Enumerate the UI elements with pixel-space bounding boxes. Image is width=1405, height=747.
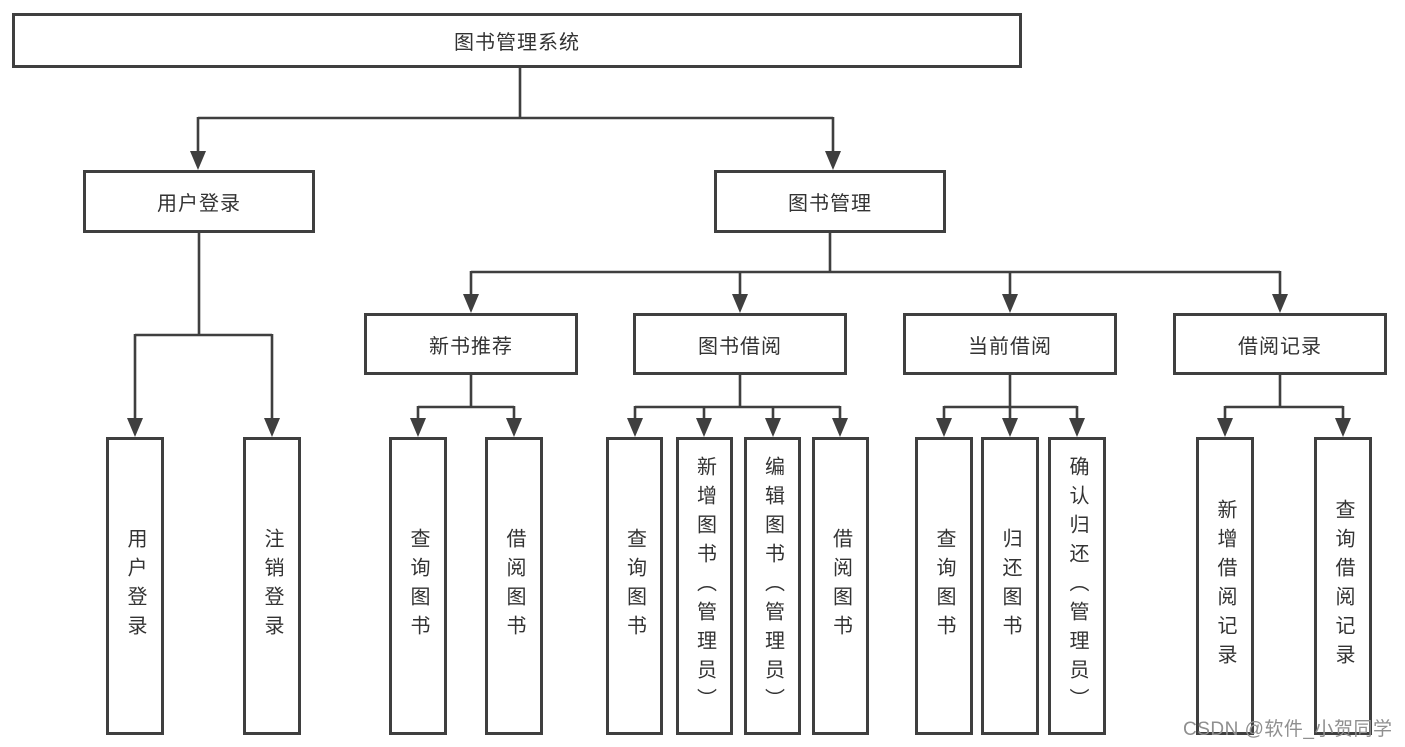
node-label: 图书管理系统 [454, 32, 580, 54]
node-borrowing-records: 借阅记录 [1173, 313, 1387, 375]
node-user-login: 用户登录 [83, 170, 315, 233]
node-label: 当前借阅 [968, 335, 1052, 358]
node-label: 图书借阅 [698, 335, 782, 358]
leaf-current-confirm-return-admin: 确认归还（管理员） [1048, 437, 1106, 735]
node-label: 编辑图书（管理员） [761, 455, 784, 717]
node-label: 查询图书 [623, 528, 646, 644]
node-label: 注销登录 [261, 528, 283, 644]
node-book-borrowing: 图书借阅 [633, 313, 847, 375]
node-label: 新增借阅记录 [1214, 499, 1236, 673]
leaf-current-query-books: 查询图书 [915, 437, 973, 735]
node-label: 查询图书 [407, 528, 429, 644]
leaf-logout: 注销登录 [243, 437, 301, 735]
node-label: 归还图书 [999, 528, 1021, 644]
node-label: 查询借阅记录 [1332, 499, 1354, 673]
node-label: 新书推荐 [429, 335, 513, 358]
leaf-newbooks-borrow-books: 借阅图书 [485, 437, 543, 735]
leaf-borrow-edit-books-admin: 编辑图书（管理员） [744, 437, 801, 735]
node-label: 借阅图书 [829, 528, 852, 644]
leaf-records-query-record: 查询借阅记录 [1314, 437, 1372, 735]
node-book-management: 图书管理 [714, 170, 946, 233]
node-label: 借阅图书 [503, 528, 525, 644]
node-new-book-recommendation: 新书推荐 [364, 313, 578, 375]
leaf-borrow-query-books: 查询图书 [606, 437, 663, 735]
node-library-management-system: 图书管理系统 [12, 13, 1022, 68]
leaf-newbooks-query-books: 查询图书 [389, 437, 447, 735]
node-label: 图书管理 [788, 193, 872, 215]
node-label: 查询图书 [933, 528, 955, 644]
leaf-current-return-books: 归还图书 [981, 437, 1039, 735]
node-label: 借阅记录 [1238, 335, 1322, 358]
node-label: 用户登录 [124, 528, 146, 644]
node-label: 用户登录 [157, 193, 241, 215]
leaf-user-login: 用户登录 [106, 437, 164, 735]
leaf-borrow-borrow-books: 借阅图书 [812, 437, 869, 735]
node-current-borrowing: 当前借阅 [903, 313, 1117, 375]
node-label: 确认归还（管理员） [1066, 455, 1088, 717]
leaf-borrow-add-books-admin: 新增图书（管理员） [676, 437, 733, 735]
watermark: CSDN @软件_小贺同学 [1183, 719, 1393, 740]
node-label: 新增图书（管理员） [693, 455, 716, 717]
arrowheads [127, 151, 1351, 437]
leaf-records-add-record: 新增借阅记录 [1196, 437, 1254, 735]
